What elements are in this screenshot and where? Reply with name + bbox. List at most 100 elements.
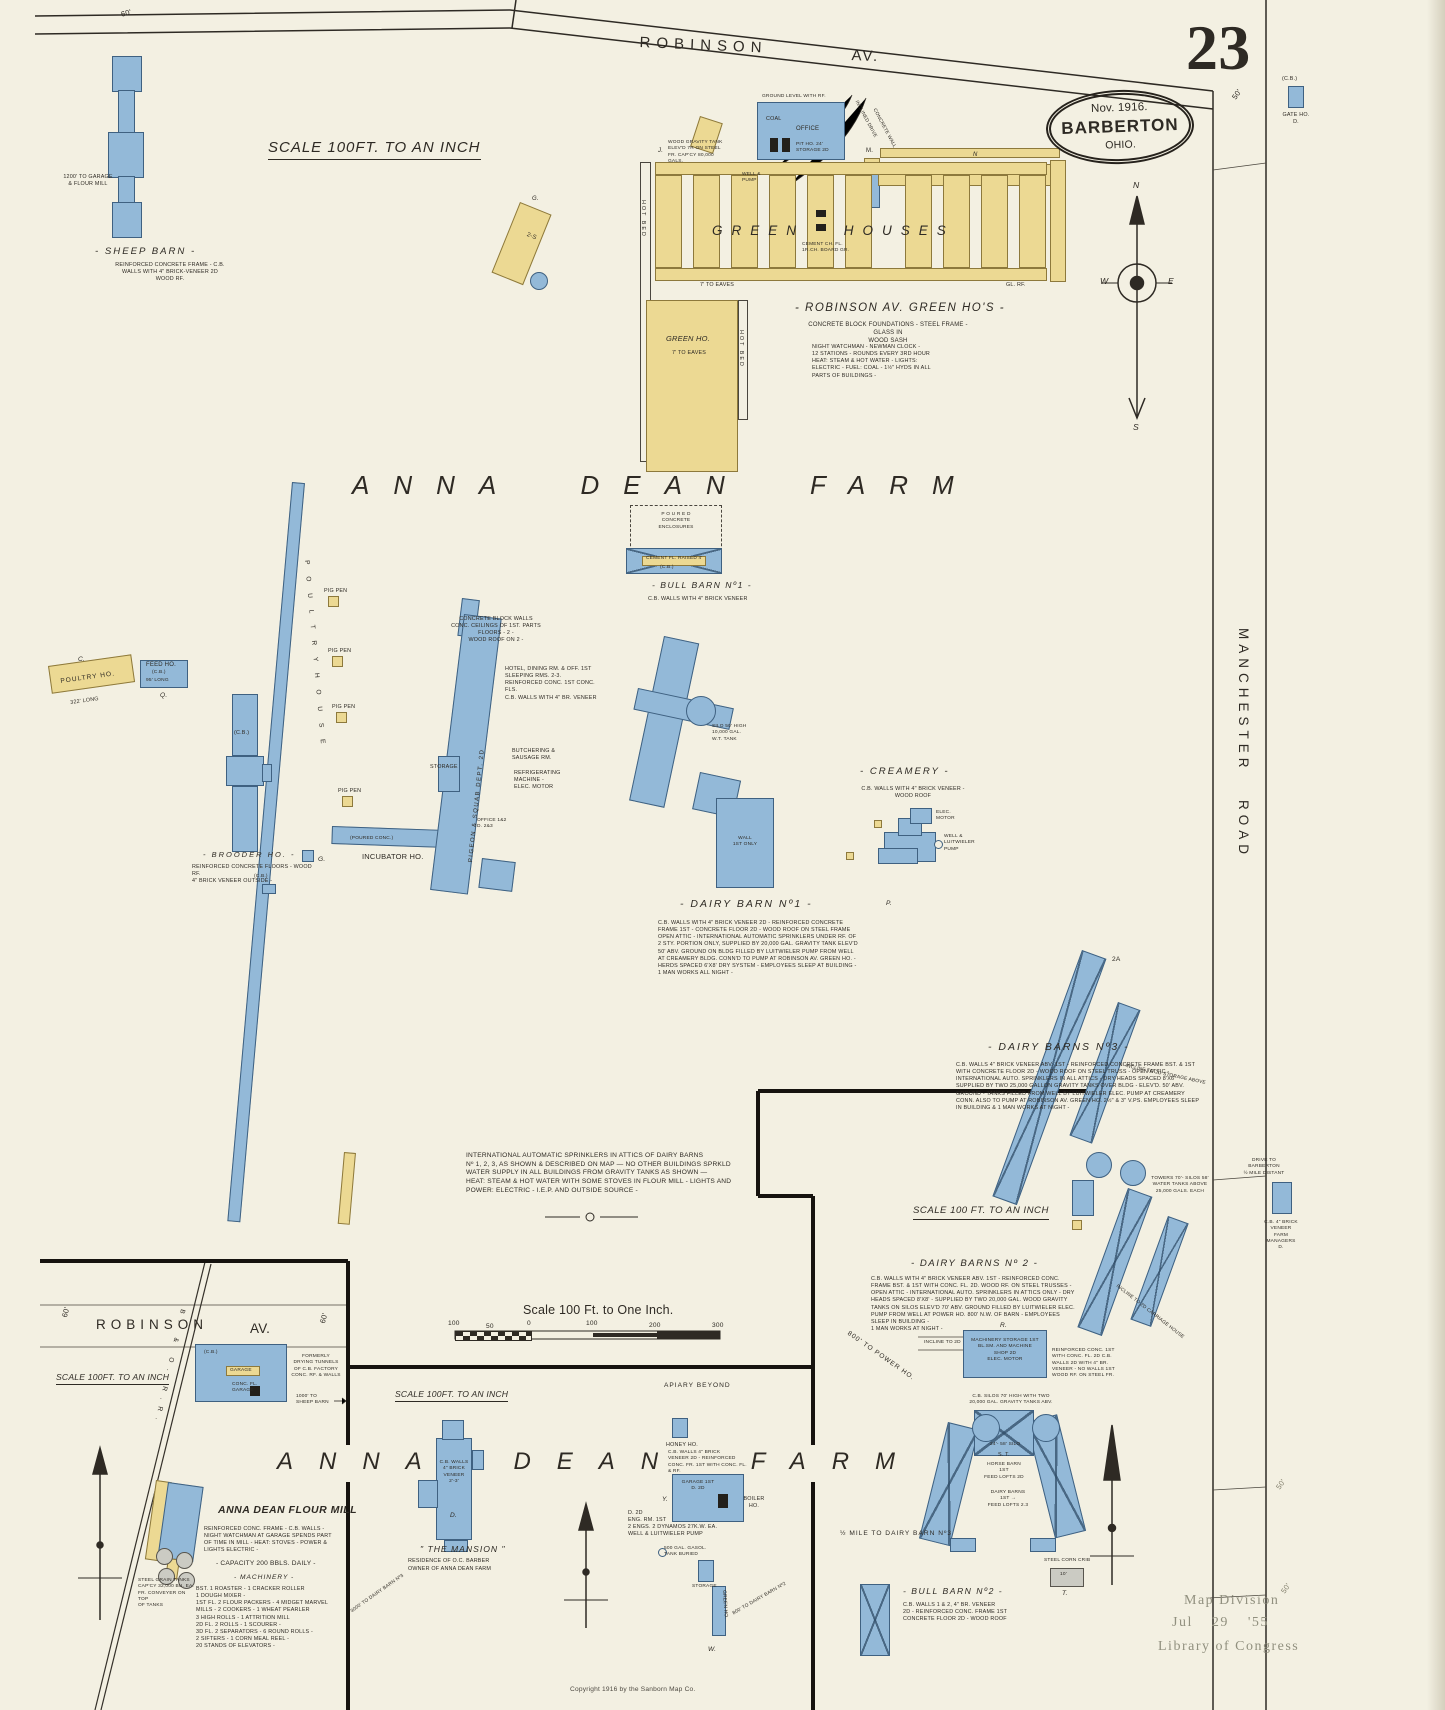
sheep-barn-building [108,132,144,178]
horse-barn-silo [972,1414,1000,1442]
mansion-sub2: OWNER OF ANNA DEAN FARM [408,1566,492,1572]
creamery-building [878,848,918,864]
green-house-label: GREEN HO. [666,334,710,343]
greenhouses-notes: NIGHT WATCHMAN - NEWMAN CLOCK - 12 STATI… [812,344,931,379]
office-label: OFFICE [796,126,820,132]
bull-barn-1-desc: C.B. WALLS WITH 4" BRICK VENEER [648,596,748,602]
greenhouse-range [905,175,932,268]
construction-code: (C.B.) [204,1350,218,1355]
gravity-tank-note: WOOD GRAVITY TANK ELEV'D 7R ON STEEL FR.… [668,140,723,164]
mansion-building [472,1450,484,1470]
scale-tick: 50 [486,1323,494,1330]
small-building [262,884,276,894]
sheep-barn-building [118,90,135,134]
street-label-av-inset: AV. [250,1321,271,1336]
building-letter: J. [658,148,664,154]
machinery-title: - MACHINERY - [234,1574,295,1581]
greenhouse-range [981,175,1008,268]
electric-motor-house [910,808,932,824]
small-shed [1072,1220,1082,1230]
brooder-house-desc: REINFORCED CONCRETE FLOORS - WOOD RF. 4"… [192,864,312,885]
building-letter: G. [532,196,539,202]
page-number: 23 [1186,12,1251,83]
horse-barn-note: HORSE BARN 1ST FEED LOFTS 2D [984,1462,1024,1480]
pig-pen-label: PIG PEN [328,648,352,654]
grain-tank [178,1572,195,1589]
apiary-note: APIARY BEYOND [664,1382,731,1389]
well-pump-note: WELL & PUMP [742,172,761,184]
small-building [302,850,314,862]
gasoline-tank-note: 500 GAL. GASOL. TANK BURIED [664,1546,707,1558]
coal-bin [782,138,790,152]
flour-mill-desc: REINFORCED CONC. FRAME - C.B. WALLS - NI… [204,1526,332,1554]
poured-conc-note: (POURED CONC.) [350,836,394,841]
dairy-barns-3-desc: C.B. WALLS 4" BRICK VENEER ABV. 1ST - RE… [956,1062,1200,1111]
grain-tanks-note: STEEL GRAIN TANKS CAP'CY 32,000 BU. EA. … [138,1578,194,1609]
building-letter: D. [450,1512,457,1519]
incline-note: INCLINE TO 2D [924,1340,961,1345]
greenhouse-range [731,175,758,268]
silos-note: C.B. SILOS 70' HIGH WITH TWO 20,000 GAL.… [969,1394,1053,1406]
well-pump-note: WELL & LUITWIELER PUMP [944,834,975,852]
brooder-house-title: - BROODER HO. - [203,850,296,859]
dairy-barn-1-title: - DAIRY BARN Nº1 - [680,898,813,910]
sheep-barn-title: - SHEEP BARN - [95,246,197,257]
bull-barn-1-cement-floor [642,556,706,566]
machinery-storage-note: MACHINERY STORAGE 1ST BL.SM. AND MACHINE… [971,1338,1039,1362]
distance-note: 1200' TO GARAGE & FLOUR MILL [63,174,113,188]
library-stamp-line: Jul 29 '55 [1172,1615,1269,1630]
scale-tick: 0 [527,1320,531,1327]
building-letter: T. [1062,1590,1068,1597]
scale-tick: 100 [448,1320,460,1327]
dairy-barn-1-block [716,798,774,888]
dairy-barns-2-desc: C.B. WALLS WITH 4" BRICK VENEER ABV. 1ST… [871,1276,1075,1332]
building-letter: N [973,152,978,158]
horse-barn-foot [1030,1538,1056,1552]
scale-note: SCALE 100FT. TO AN INCH [395,1389,509,1403]
creamery-title: - CREAMERY - [860,766,950,777]
wall-note: WALL 1ST ONLY [732,836,758,848]
refrigerating-note: REFRIGERATING MACHINE - ELEC. MOTOR [514,770,561,791]
grain-tank [158,1568,175,1585]
power-house-note: C.B. WALLS 4" BRICK VENEER 2D - REINFORC… [668,1450,747,1474]
silo-dim-note: 24'- 58' SILO [990,1442,1021,1447]
compass-north: N [1133,180,1140,190]
greenhouse-range [845,175,872,268]
storage-label: STORAGE [430,764,458,770]
office-note: OFFICE 1&2 D. 2&3 [477,818,507,830]
window [816,210,826,217]
mansion-building [444,1540,468,1552]
eaves-note: 7' TO EAVES [700,282,735,288]
pig-pen-building [328,596,339,607]
pig-pen-building [342,796,353,807]
hot-bed-strip [738,300,748,420]
ground-level-note: GROUND LEVEL WITH RF. [762,94,826,99]
pig-pen-label: PIG PEN [332,704,356,710]
greenhouse-range [1019,175,1046,268]
grain-tank [176,1552,193,1569]
hot-bed-label: HOT BED [738,330,744,368]
enclosure-note: P O U R E D CONCRETE ENCLOSURES [658,512,694,530]
building-letter: G. [318,856,326,863]
to-sheep-note: 1000' TO SHEEP BARN [296,1394,329,1406]
dairy-barn-3-silo [1120,1160,1146,1186]
pig-pen-building [332,656,343,667]
sheep-barn-building [112,56,142,92]
brooder-house-wing [262,764,272,782]
scale-tick: 100 [586,1320,598,1327]
dairy-barn-3-annex [1072,1180,1094,1216]
silo-st-note: S. T. [998,1452,1010,1458]
street-label-robinson-inset: ROBINSON [96,1317,209,1332]
farm-managers-house [1272,1182,1292,1214]
butchering-note: BUTCHERING & SAUSAGE RM. [512,748,556,762]
farm-managers-note: C.B. 4" BRICK VENEER FARM MANAGERS D. [1264,1220,1298,1251]
construction-code: (C.B.) [234,730,250,736]
towers-note: TOWERS 70'- SILOS 58' WATER TANKS ABOVE … [1151,1176,1209,1194]
coal-bin [770,138,778,152]
grain-tank [156,1548,173,1565]
scale-note: SCALE 100FT. TO AN INCH [56,1372,170,1386]
storage-label: STORAGE [692,1584,717,1589]
scale-note: SCALE 100 FT. TO AN INCH [913,1205,1049,1220]
gasoline-tank [658,1548,667,1557]
mansion-walls-note: C.B. WALLS 4" BRICK VENEER 2'-3' [439,1460,469,1484]
